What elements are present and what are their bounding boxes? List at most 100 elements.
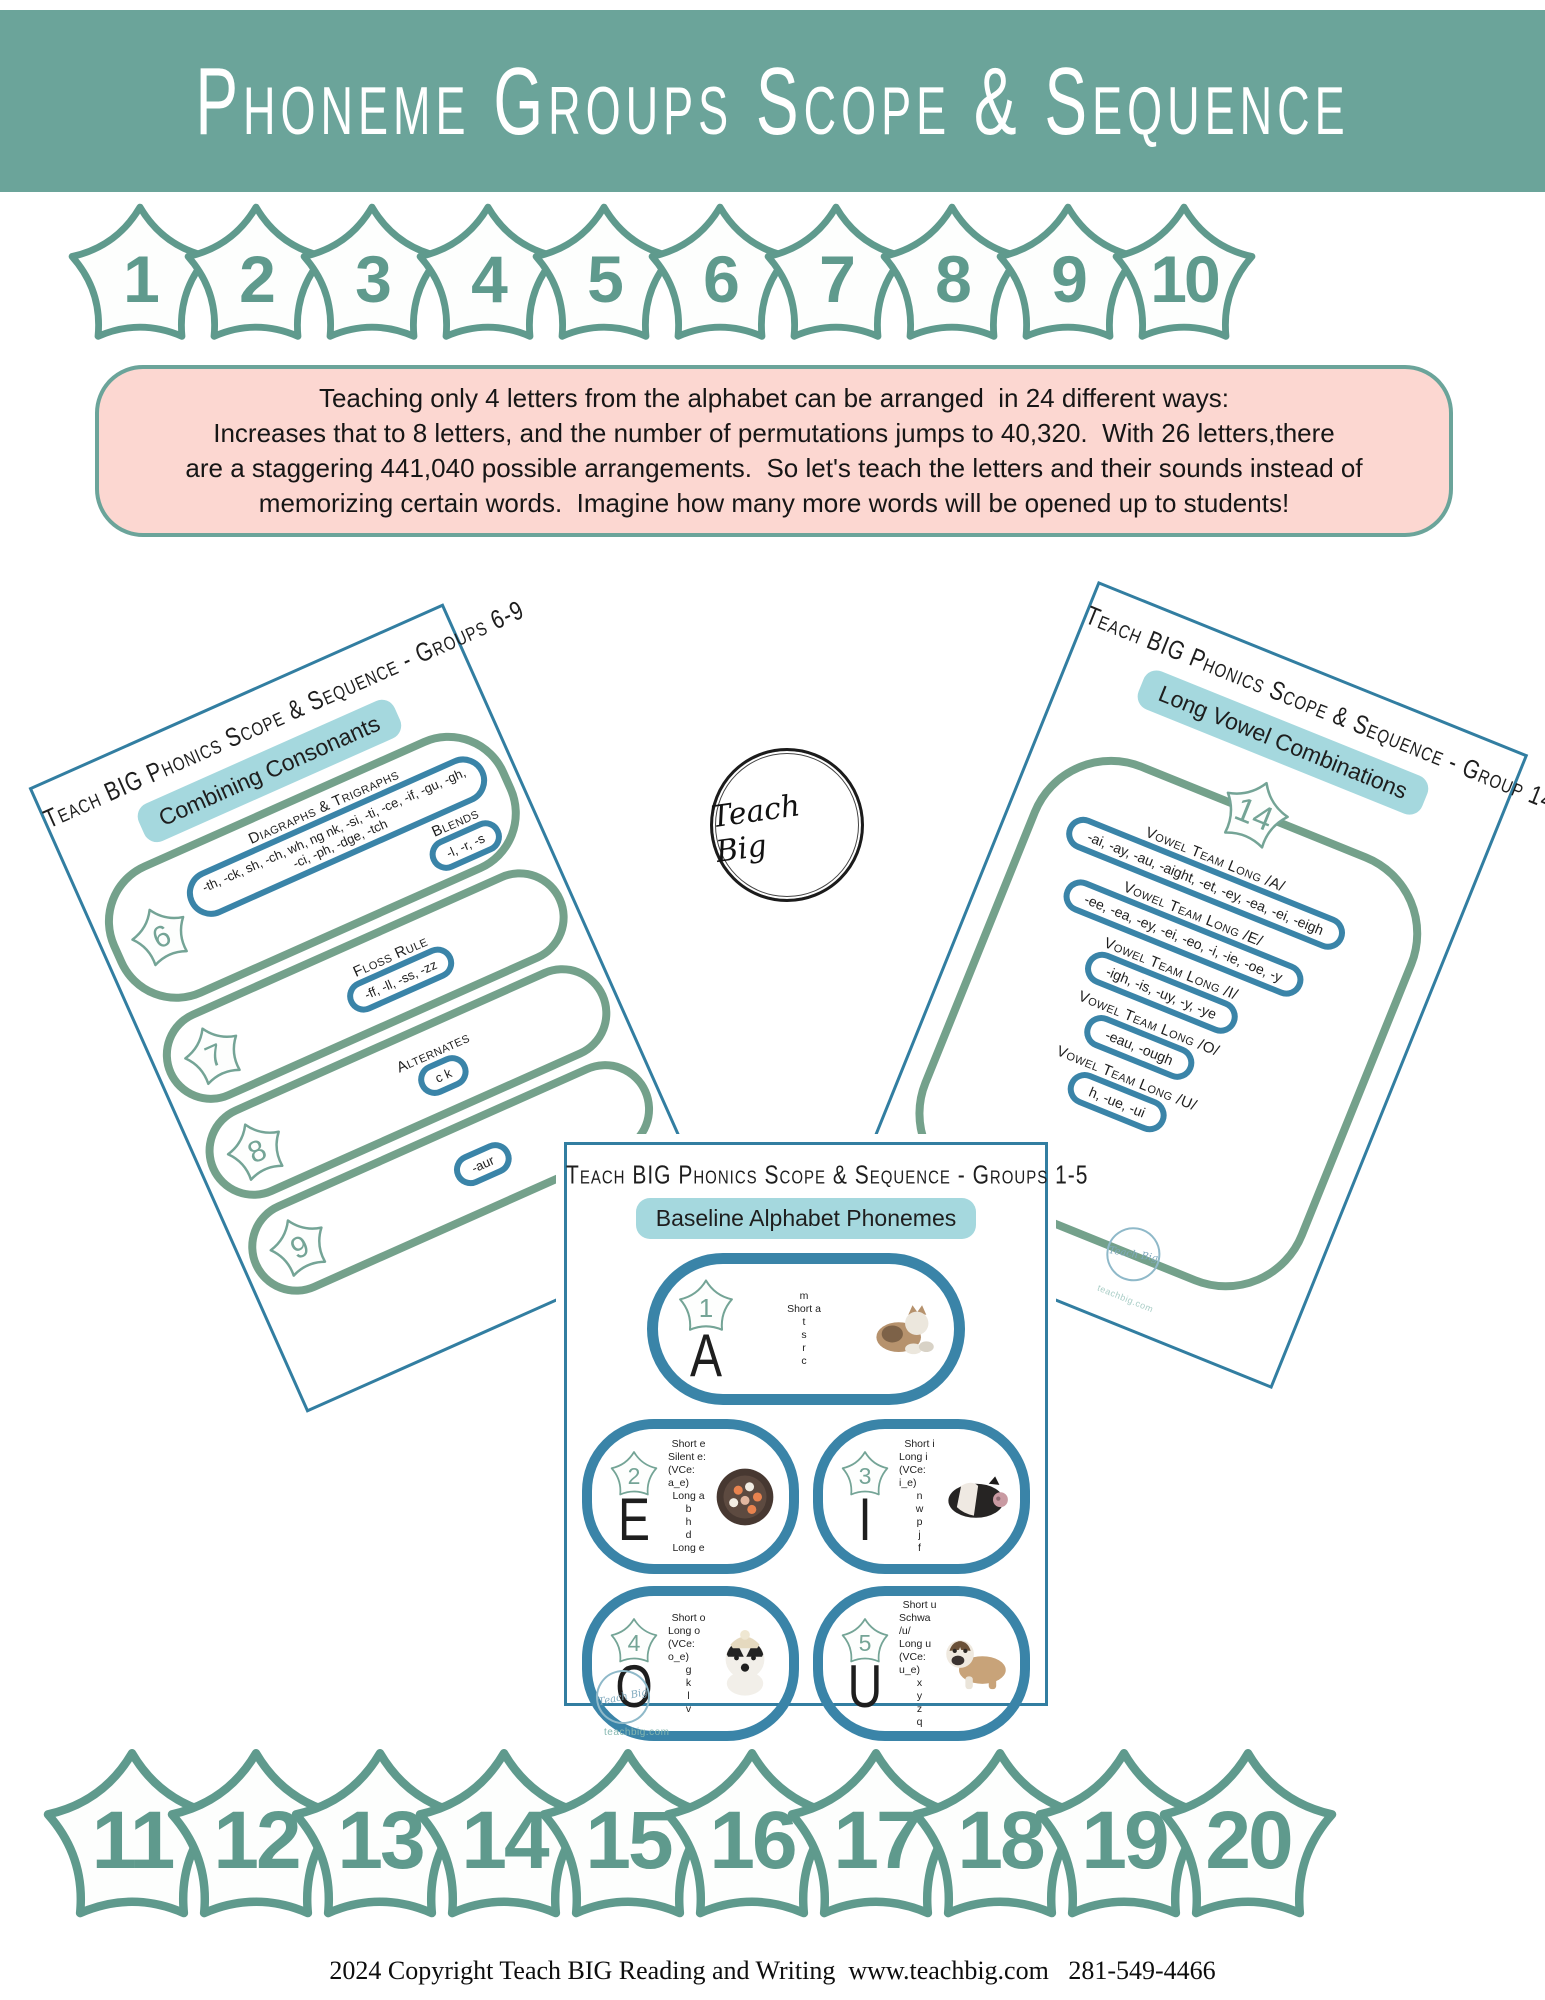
worksheet-border (564, 1142, 1048, 1706)
phoneme-item: r (802, 1342, 806, 1354)
star-badge: 4 (412, 198, 564, 350)
worksheet-subtitle: Baseline Alphabet Phonemes (635, 1198, 977, 1239)
pig-icon (942, 1471, 1010, 1522)
group-letter: U (847, 1653, 883, 1720)
star-number: 15 (585, 1795, 673, 1886)
phoneme-item: h (685, 1516, 692, 1528)
star-badge: 3 (296, 198, 448, 350)
phoneme-item: Short a (787, 1303, 821, 1315)
header-banner: Phoneme Groups Scope & Sequence (0, 10, 1545, 192)
star-number: 9 (1051, 242, 1088, 316)
star-number: 6 (147, 918, 176, 956)
phoneme-item: k (685, 1676, 692, 1689)
star-number: 17 (833, 1795, 921, 1886)
star-number: 5 (858, 1629, 872, 1656)
worksheet-groups-1-5: Teach BIG Phonics Scope & Sequence - Gro… (556, 1134, 1089, 1746)
star-badge-14: 14 (1208, 766, 1302, 860)
copyright-footer: 2024 Copyright Teach BIG Reading and Wri… (329, 1956, 1216, 1985)
star-number: 4 (471, 242, 508, 316)
star-number: 11 (91, 1795, 176, 1886)
phoneme-item: q (916, 1715, 923, 1728)
phoneme-item: Long u (VCe: u_e) (899, 1637, 932, 1676)
phoneme-item: w (915, 1503, 924, 1515)
star-badge: 20 (1154, 1742, 1342, 1930)
group-letter: A (689, 1323, 722, 1390)
phoneme-item: Short e (671, 1438, 706, 1450)
phoneme-item: v (685, 1702, 692, 1715)
candy-bowl-icon (711, 1463, 779, 1531)
info-line: Increases that to 8 letters, and the num… (213, 418, 1335, 448)
group-letter: E (617, 1486, 650, 1553)
phoneme-item: Short o (671, 1611, 706, 1624)
star-badge: 5 (840, 1616, 890, 1666)
star-number: 5 (587, 242, 624, 316)
phoneme-item: g (685, 1663, 692, 1676)
cat-icon (870, 1301, 938, 1356)
star-badge: 14 (1208, 766, 1302, 860)
group-letter: I (858, 1486, 872, 1553)
phoneme-item: y (916, 1689, 923, 1702)
star-number: 20 (1205, 1795, 1293, 1886)
star-number: 1 (698, 1293, 714, 1323)
worksheet-title: Teach BIG Phonics Scope & Sequence - Gro… (566, 1161, 1089, 1190)
worksheet-url: teachbig.com (1095, 1282, 1155, 1315)
star-badge: 11 (38, 1742, 226, 1930)
star-badge: 8 (215, 1109, 297, 1191)
info-box: Teaching only 4 letters from the alphabe… (95, 365, 1453, 537)
star-number: 4 (627, 1629, 641, 1656)
star-number: 8 (242, 1132, 272, 1170)
phoneme-item: b (685, 1503, 692, 1515)
star-number: 13 (337, 1795, 425, 1886)
star-number: 10 (1150, 242, 1220, 316)
star-badge: 9 (258, 1205, 340, 1287)
star-badge: 2 (609, 1449, 659, 1499)
star-number: 9 (285, 1228, 315, 1266)
star-badge: 10 (1108, 198, 1260, 350)
star-number: 8 (935, 242, 972, 316)
phoneme-item: Long i (VCe: i_e) (899, 1451, 928, 1489)
phoneme-item: Short i (904, 1438, 935, 1450)
phoneme-item: c (801, 1355, 807, 1367)
phoneme-item: n (916, 1490, 923, 1502)
star-number: 16 (709, 1795, 797, 1886)
phoneme-capsule: -aur (448, 1136, 517, 1191)
star-badge: 3 (840, 1449, 890, 1499)
star-badge: 17 (782, 1742, 970, 1930)
star-number: 3 (858, 1462, 872, 1489)
phoneme-item: m (799, 1290, 809, 1302)
phoneme-item: Long a (672, 1490, 705, 1502)
worksheet-url: teachbig.com (604, 1727, 670, 1738)
phoneme-item: d (685, 1529, 692, 1541)
info-line: memorizing certain words. Imagine how ma… (258, 488, 1290, 518)
worksheet-group-14: Teach BIG Phonics Scope & Sequence - Gro… (831, 570, 1545, 1400)
phoneme-item: Schwa /u/ (899, 1611, 931, 1637)
star-number: 12 (213, 1795, 301, 1886)
star-number: 7 (819, 242, 856, 316)
star-number: 19 (1081, 1795, 1169, 1886)
star-badge: 14 (410, 1742, 598, 1930)
group-letter: O (615, 1653, 653, 1720)
dog-icon (711, 1629, 779, 1698)
star-badge: 7 (173, 1013, 255, 1095)
info-line: are a staggering 441,040 possible arrang… (185, 453, 1363, 483)
star-number: 6 (703, 242, 740, 316)
logo-text: Teach Big (708, 788, 803, 870)
star-badge: 6 (120, 894, 202, 976)
phoneme-item: f (918, 1542, 921, 1554)
